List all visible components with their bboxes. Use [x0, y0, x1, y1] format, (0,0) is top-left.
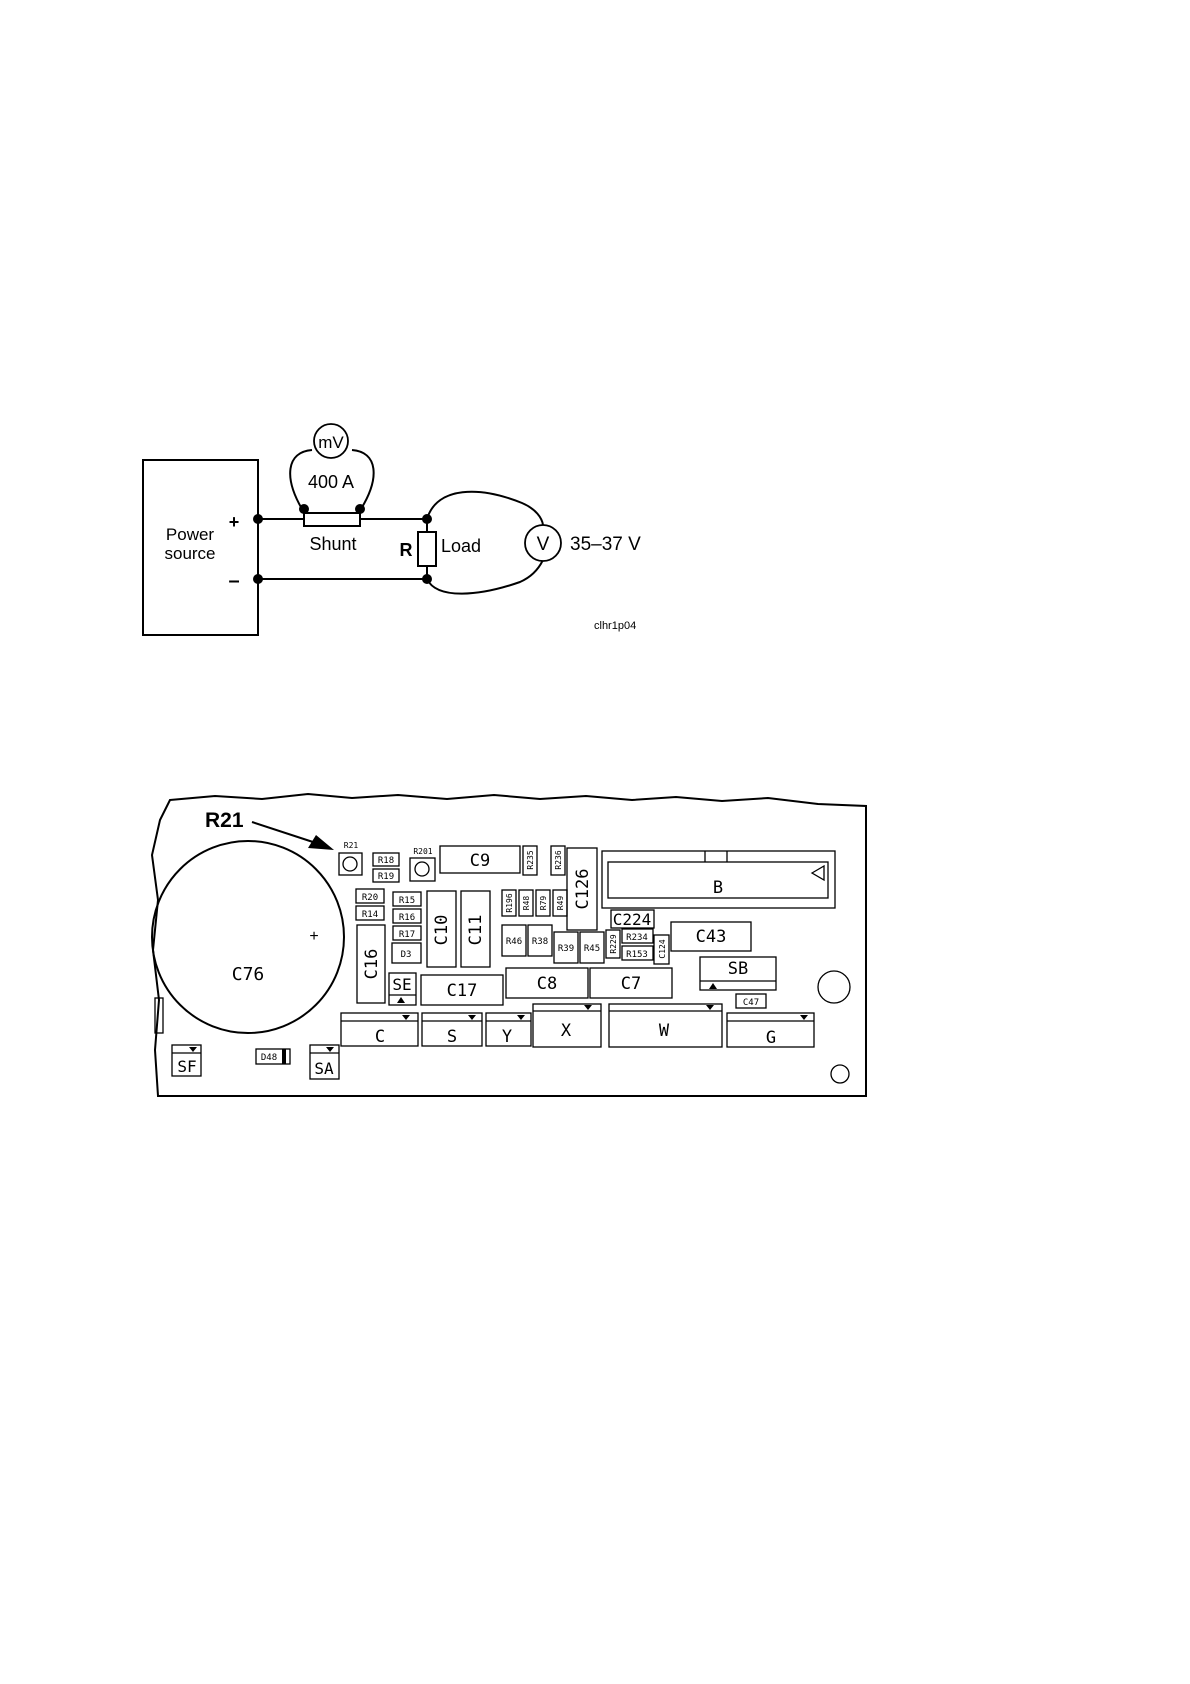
- se-pin1-marker: [397, 997, 405, 1003]
- c224-label: C224: [613, 910, 652, 929]
- r79-label: R79: [539, 896, 548, 911]
- r45-label: R45: [584, 944, 600, 954]
- r48-label: R48: [522, 896, 531, 911]
- r21-label: R21: [344, 841, 359, 850]
- y-label: Y: [502, 1027, 512, 1047]
- r16-label: R16: [399, 913, 415, 923]
- w-label: W: [659, 1021, 670, 1041]
- b-label: B: [713, 878, 723, 898]
- g-label: G: [766, 1028, 776, 1048]
- r229-label: R229: [609, 934, 618, 953]
- c17-label: C17: [447, 981, 478, 1001]
- r14-label: R14: [362, 910, 378, 920]
- r153-label: R153: [626, 950, 648, 960]
- sb-label: SB: [728, 959, 748, 979]
- millivoltmeter-label: mV: [318, 433, 344, 452]
- voltmeter-lead-top: [427, 492, 543, 525]
- r21-callout-arrow: [252, 822, 316, 843]
- c126-label: C126: [573, 869, 593, 910]
- sf-pin1-marker: [189, 1047, 197, 1052]
- junction-dot: [422, 574, 432, 584]
- r236-label: R236: [554, 850, 563, 869]
- r39-label: R39: [558, 944, 574, 954]
- r19-label: R19: [378, 872, 394, 882]
- d48-label: D48: [261, 1053, 277, 1063]
- sa-label: SA: [314, 1059, 334, 1078]
- c10-label: C10: [432, 915, 452, 946]
- c16-label: C16: [362, 949, 382, 980]
- r201-trimmer-dial: [415, 862, 429, 876]
- mv-lead-right: [352, 450, 374, 509]
- r21-callout-label: R21: [205, 809, 244, 832]
- shunt-resistor: [304, 513, 360, 526]
- r21-trimmer-dial: [343, 857, 357, 871]
- c76-plus: +: [309, 928, 318, 945]
- sa-pin1-marker: [326, 1047, 334, 1052]
- d48-cathode-band: [282, 1049, 286, 1064]
- power-source-label-1: Power: [166, 525, 215, 544]
- voltmeter-label: V: [537, 534, 550, 555]
- c7-label: C7: [621, 974, 641, 994]
- c-label: C: [375, 1027, 385, 1047]
- junction-dot: [299, 504, 309, 514]
- sb-pin1-marker: [709, 983, 717, 989]
- power-source-label-2: source: [164, 544, 215, 563]
- r20-label: R20: [362, 893, 378, 903]
- figure-code: clhr1p04: [594, 620, 636, 632]
- voltmeter-lead-bottom: [427, 560, 543, 594]
- w-pin1-marker: [706, 1005, 714, 1010]
- resistor-label: R: [400, 540, 413, 560]
- c43-label: C43: [696, 927, 727, 947]
- junction-dot: [422, 514, 432, 524]
- voltage-label: 35–37 V: [570, 534, 641, 555]
- s-label: S: [447, 1027, 457, 1047]
- mounting-hole: [831, 1065, 849, 1083]
- c-pin1-marker: [402, 1015, 410, 1020]
- r21-arrow-head: [308, 835, 334, 850]
- c124-label: C124: [658, 939, 667, 958]
- mounting-hole: [818, 971, 850, 1003]
- load-resistor: [418, 532, 436, 566]
- c76-label: C76: [232, 964, 265, 985]
- c8-label: C8: [537, 974, 557, 994]
- junction-dot: [253, 574, 263, 584]
- circuit-board-diagram: C76 + R21 R21 R201 R18 R19 R20 R14 R15 R…: [152, 794, 866, 1096]
- y-pin1-marker: [517, 1015, 525, 1020]
- s-pin1-marker: [468, 1015, 476, 1020]
- r17-label: R17: [399, 930, 415, 940]
- r196-label: R196: [505, 893, 514, 912]
- junction-dot: [355, 504, 365, 514]
- b-pin1-marker: [812, 866, 824, 880]
- g-pin1-marker: [800, 1015, 808, 1020]
- current-label: 400 A: [308, 472, 354, 492]
- junction-dot: [253, 514, 263, 524]
- r49-label: R49: [556, 896, 565, 911]
- r201-label: R201: [413, 847, 432, 856]
- se-label: SE: [392, 975, 411, 994]
- minus-terminal-label: –: [228, 570, 239, 592]
- plus-terminal-label: +: [229, 512, 240, 532]
- r234-label: R234: [626, 933, 648, 943]
- r18-label: R18: [378, 856, 394, 866]
- r235-label: R235: [526, 850, 535, 869]
- shunt-label: Shunt: [309, 534, 356, 554]
- x-pin1-marker: [584, 1005, 592, 1010]
- d3-label: D3: [401, 950, 412, 960]
- c9-label: C9: [470, 851, 490, 871]
- r15-label: R15: [399, 896, 415, 906]
- x-label: X: [561, 1021, 572, 1041]
- test-circuit-diagram: Power source + – Shunt mV 400 A R Load V…: [143, 424, 641, 635]
- r46-label: R46: [506, 937, 522, 947]
- sf-label: SF: [177, 1057, 196, 1076]
- c11-label: C11: [466, 915, 486, 946]
- c47-label: C47: [743, 998, 759, 1008]
- r38-label: R38: [532, 937, 548, 947]
- load-label: Load: [441, 536, 481, 556]
